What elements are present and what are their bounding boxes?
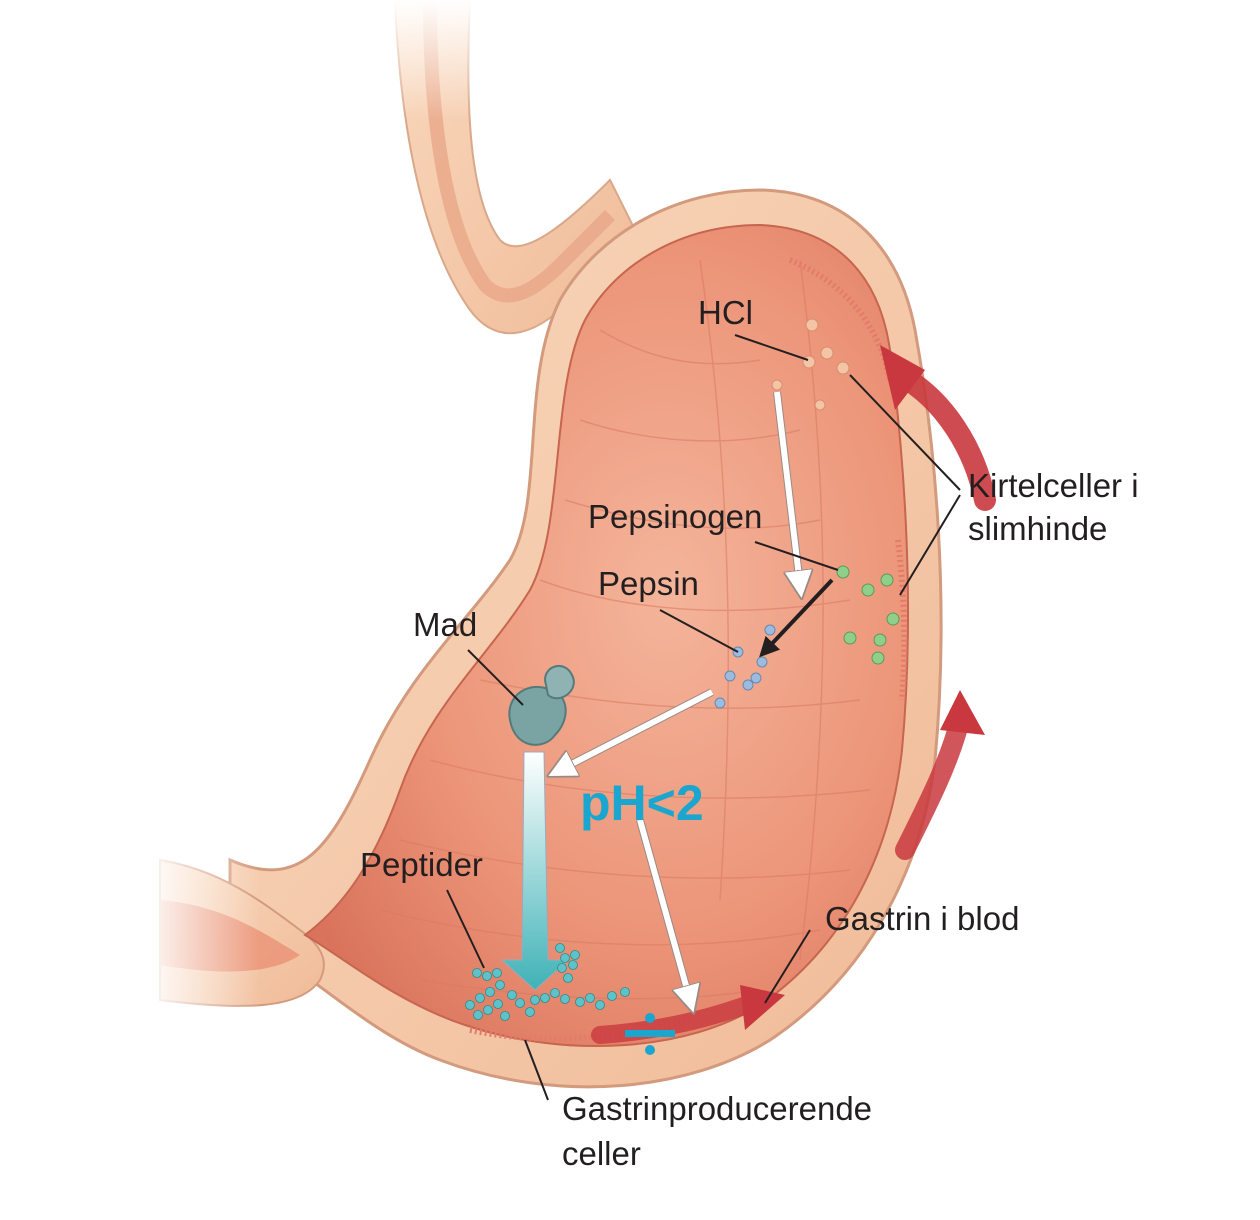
label-mad: Mad	[413, 606, 477, 643]
label-pepsinogen: Pepsinogen	[588, 498, 762, 535]
blood-arrow-head-middle	[940, 690, 985, 735]
leader-lines	[446, 334, 961, 1101]
label-ph: pH<2	[580, 775, 704, 831]
label-pepsin: Pepsin	[598, 565, 699, 602]
label-gastrin-i-blod: Gastrin i blod	[825, 900, 1019, 937]
label-kirtelceller-line1: Kirtelceller i	[968, 467, 1139, 504]
pepsinogen-particles	[836, 565, 900, 665]
pepsin-particles	[714, 624, 776, 709]
esophagus	[350, 0, 642, 335]
rugae-folds	[379, 259, 871, 1000]
process-arrows	[500, 391, 834, 1000]
food-bolus	[508, 665, 575, 746]
mucosa-upper	[788, 257, 893, 381]
inhibit-symbol-icon	[625, 1013, 675, 1055]
mucosa-middle	[895, 539, 908, 701]
peptide-particles	[465, 943, 630, 1021]
blood-arrow-head-bottom	[740, 985, 785, 1030]
blood-arrows	[591, 345, 996, 1044]
hcl-particles	[771, 318, 850, 411]
label-gastrinproducerende-line1: Gastrinproducerende	[562, 1090, 872, 1127]
blood-arrow-head-top	[880, 345, 925, 410]
label-hcl: HCl	[698, 294, 753, 331]
stomach-lumen	[303, 223, 909, 1048]
label-gastrinproducerende-line2: celler	[562, 1135, 641, 1172]
label-peptider: Peptider	[360, 846, 483, 883]
duodenum	[140, 840, 325, 1030]
label-kirtelceller-line2: slimhinde	[968, 510, 1107, 547]
